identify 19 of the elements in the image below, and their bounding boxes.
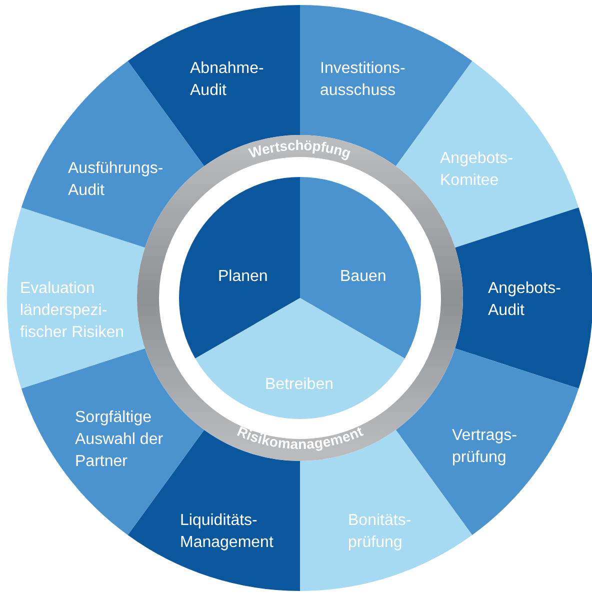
segment-label: Evaluation länderspezi- fischer Risiken [20, 279, 126, 343]
sector-label: Planen [218, 267, 269, 287]
ring-segment [455, 207, 592, 389]
core-sector [300, 177, 421, 358]
core-sector [179, 177, 300, 358]
segment-label: Investitions- ausschuss [320, 59, 406, 101]
segment-label: Ausführungs- Audit [68, 159, 164, 201]
segment-label: Liquiditäts- Management [180, 511, 274, 553]
segment-label: Bonitäts- prüfung [348, 511, 412, 553]
sector-label: Betreiben [265, 375, 334, 395]
ring-segment [8, 207, 145, 389]
segment-label: Angebots- Komitee [440, 149, 514, 191]
segment-label: Angebots- Audit [488, 279, 562, 321]
ring-label: Wertschöpfung [246, 136, 354, 161]
segment-label: Sorgfältige Auswahl der Partner [75, 408, 164, 472]
segment-label: Vertrags- prüfung [452, 426, 518, 468]
segment-label: Abnahme- Audit [190, 59, 265, 101]
sector-label: Bauen [340, 267, 388, 287]
core-sector [195, 298, 405, 419]
